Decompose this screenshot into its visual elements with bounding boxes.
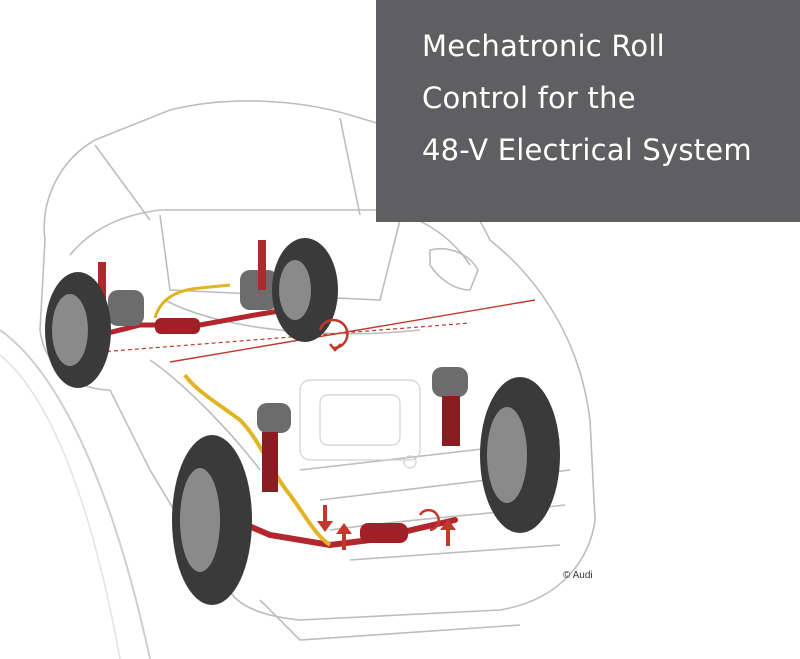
title-panel: Mechatronic Roll Control for the 48-V El… [376, 0, 800, 222]
front-stabilizer [183, 367, 468, 549]
roll-axis-line [169, 299, 536, 363]
rear-left-wheel [45, 272, 111, 388]
rear-right-wheel [272, 238, 338, 342]
road-curve [0, 329, 151, 659]
copyright-credit: © Audi [563, 570, 593, 581]
car-body [39, 100, 596, 641]
front-right-wheel [480, 377, 560, 533]
title-line-1: Mechatronic Roll [422, 29, 665, 63]
engine-block [299, 379, 421, 469]
title-line-2: Control for the [422, 81, 636, 115]
road-curve-inner [0, 354, 121, 659]
roll-arrow-icon [318, 318, 440, 532]
roll-axis-line-dashed [99, 322, 471, 353]
up-arrow-icon [336, 519, 456, 550]
front-left-wheel [172, 435, 252, 605]
down-arrow-icon [317, 505, 333, 532]
rear-stabilizer [97, 240, 288, 338]
title-line-3: 48-V Electrical System [422, 133, 752, 167]
